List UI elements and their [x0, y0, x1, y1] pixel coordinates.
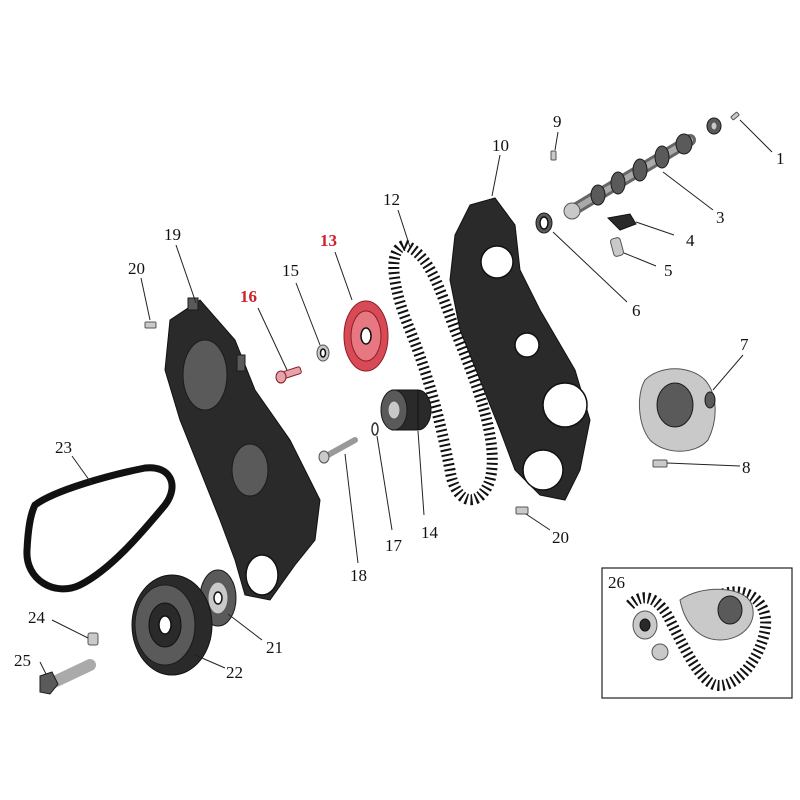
callout-23: 23 [55, 438, 72, 457]
part-8-bolt[interactable] [652, 459, 668, 468]
callout-16: 16 [240, 287, 257, 306]
callout-17: 17 [385, 536, 403, 555]
part-24-bolt[interactable] [87, 632, 99, 646]
callout-labels: 1 2 3 4 5 6 7 8 9 10 12 13 14 15 16 17 1… [14, 112, 785, 682]
part-13-cam-sprocket[interactable] [343, 300, 389, 372]
part-5-plug[interactable] [610, 237, 624, 257]
part-7-water-pump[interactable] [638, 368, 716, 452]
part-16-bolt[interactable] [275, 366, 302, 384]
callout-26: 26 [608, 573, 625, 592]
part-9-pin[interactable] [550, 150, 557, 161]
callout-21: 21 [266, 638, 283, 657]
part-20-bolt-right[interactable] [515, 506, 529, 515]
callout-6: 6 [632, 301, 641, 320]
part-14-tensioner[interactable] [380, 389, 432, 431]
callout-14: 14 [421, 523, 439, 542]
callout-5: 5 [664, 261, 673, 280]
callout-1: 1 [776, 149, 785, 168]
part-2-cam-cap[interactable] [706, 117, 722, 135]
part-10-rear-cover[interactable] [449, 197, 591, 501]
part-15-washer[interactable] [316, 344, 330, 362]
part-6-oil-seal[interactable] [535, 212, 553, 234]
part-4-sensor[interactable] [606, 213, 637, 231]
callout-20-left: 20 [128, 259, 145, 278]
part-18-long-bolt[interactable] [318, 437, 358, 464]
part-23-accessory-belt[interactable] [23, 464, 176, 593]
callout-25: 25 [14, 651, 31, 670]
callout-18: 18 [350, 566, 367, 585]
callout-8: 8 [742, 458, 751, 477]
callout-13: 13 [320, 231, 337, 250]
callout-19: 19 [164, 225, 181, 244]
callout-15: 15 [282, 261, 299, 280]
part-20-bolt-left[interactable] [144, 321, 157, 329]
part-3-camshaft[interactable] [563, 133, 696, 220]
part-1-screw[interactable] [730, 111, 740, 121]
callout-12: 12 [383, 190, 400, 209]
part-25-large-bolt[interactable] [39, 659, 96, 695]
callout-20-right: 20 [552, 528, 569, 547]
leader-lines [39, 119, 773, 675]
callout-7: 7 [740, 335, 749, 354]
part-17-clip[interactable] [371, 422, 379, 436]
callout-4: 4 [686, 231, 695, 250]
callout-24: 24 [28, 608, 46, 627]
callout-9: 9 [553, 112, 562, 131]
callout-10: 10 [492, 136, 509, 155]
part-22-crank-pulley[interactable] [131, 574, 213, 676]
callout-3: 3 [716, 208, 725, 227]
part-26-kit-inset[interactable] [601, 567, 793, 699]
callout-22: 22 [226, 663, 243, 682]
part-19-front-cover[interactable] [164, 297, 321, 601]
